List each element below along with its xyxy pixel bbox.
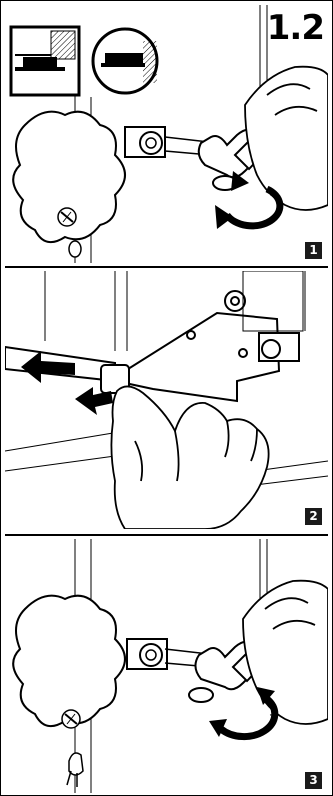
rotation-arrow-icon bbox=[215, 171, 284, 230]
page-title: 1.2 bbox=[266, 8, 325, 48]
bracket-icon bbox=[124, 271, 304, 403]
pull-arrow-icon bbox=[21, 351, 75, 383]
panel-2-illustration bbox=[5, 271, 328, 529]
divider bbox=[5, 534, 328, 536]
tap-icon bbox=[124, 126, 236, 158]
hand-icon bbox=[242, 579, 328, 725]
detail-circle-icon bbox=[91, 27, 159, 95]
star-knob-icon bbox=[12, 594, 126, 787]
panel-3-illustration bbox=[12, 539, 328, 793]
step-badge-3: 3 bbox=[305, 772, 322, 789]
rotation-arrow-icon bbox=[209, 687, 279, 741]
panel-step-2: 2 bbox=[5, 271, 328, 529]
hand-icon bbox=[244, 65, 328, 211]
step-badge-1: 1 bbox=[305, 242, 322, 259]
panel-step-3: 3 bbox=[5, 539, 328, 793]
star-knob-icon bbox=[12, 110, 126, 258]
push-arrow-icon bbox=[75, 387, 113, 415]
hand-icon bbox=[110, 385, 270, 529]
step-badge-2: 2 bbox=[305, 508, 322, 525]
panel-step-1: 1.2 1 bbox=[5, 5, 328, 263]
divider bbox=[5, 266, 328, 268]
panel-1-illustration bbox=[9, 5, 328, 263]
detail-square-icon bbox=[9, 25, 81, 97]
